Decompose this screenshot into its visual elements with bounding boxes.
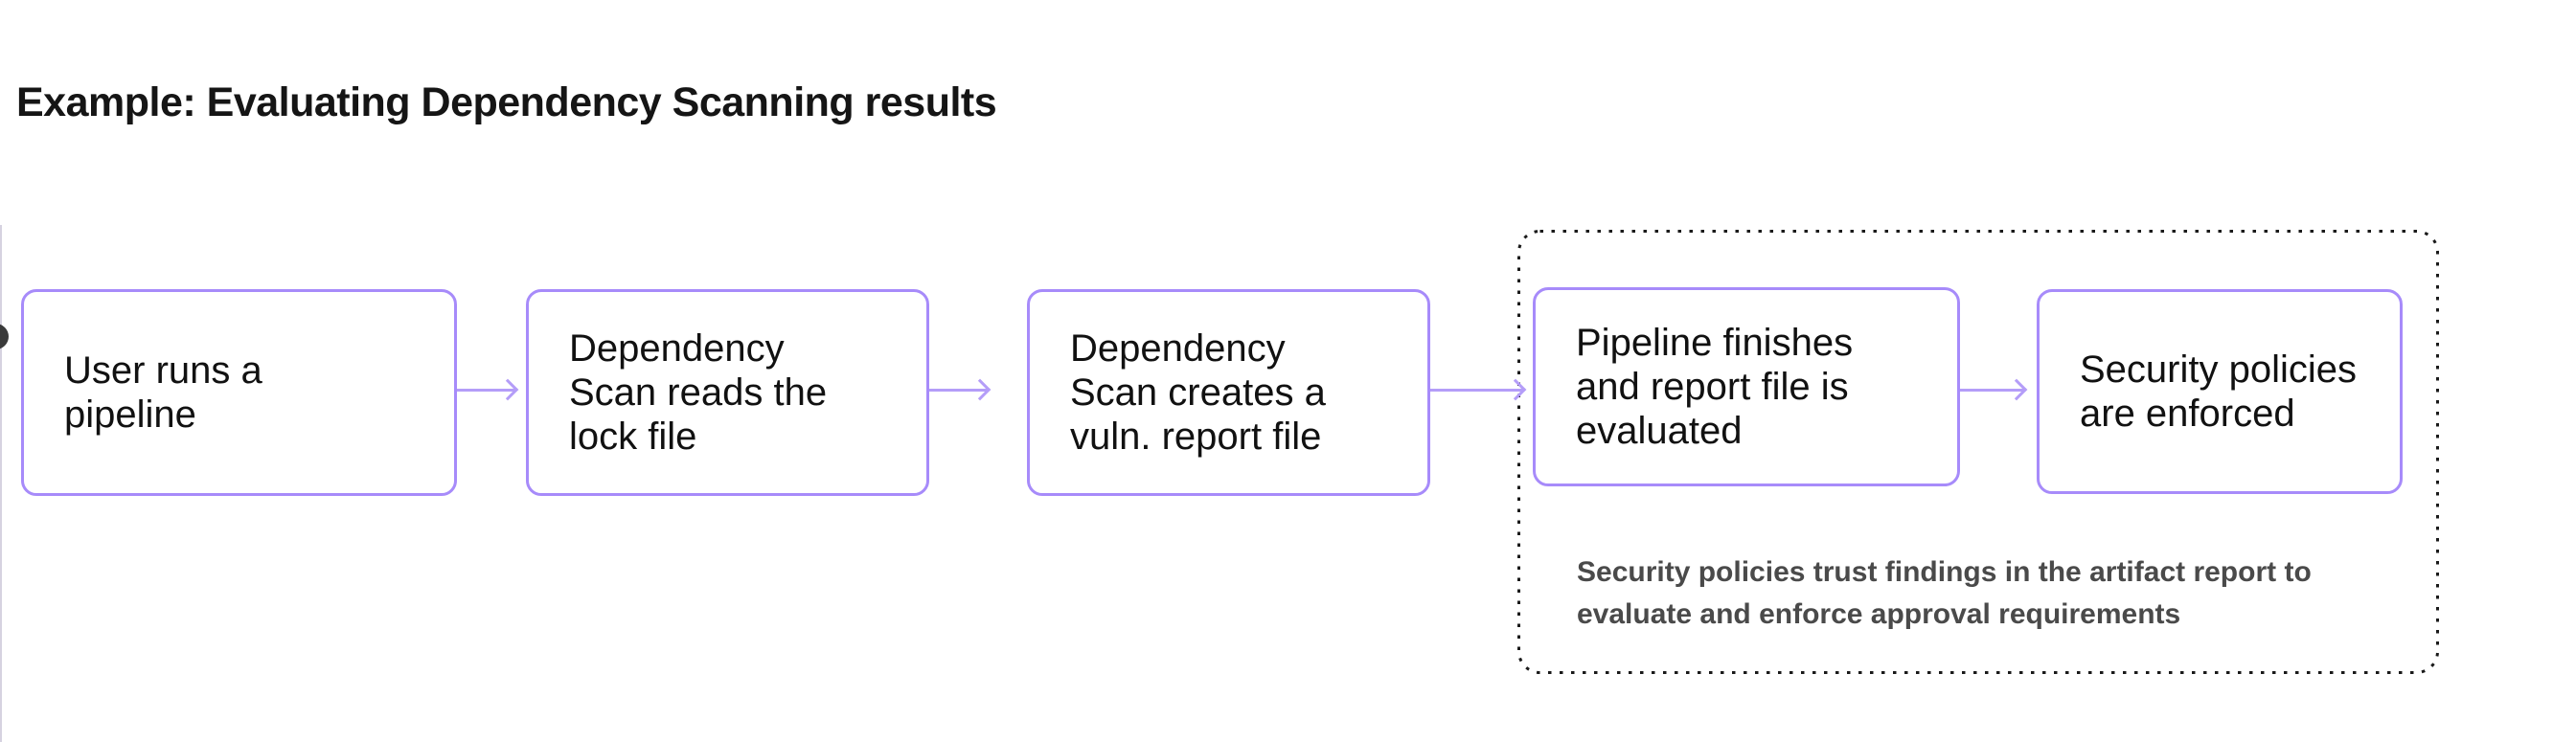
connector-arrow-1 xyxy=(457,389,516,392)
connector-arrow-3 xyxy=(1430,389,1524,392)
flow-step-policies-enforced: Security policies are enforced xyxy=(2037,289,2403,494)
flow-step-label: Pipeline finishes and report file is eva… xyxy=(1576,322,1854,452)
dotted-border xyxy=(1517,230,2439,674)
page-title: Example: Evaluating Dependency Scanning … xyxy=(16,79,997,125)
flow-step-pipeline-finishes-evaluated: Pipeline finishes and report file is eva… xyxy=(1533,287,1960,486)
flow-step-label: Dependency Scan creates a vuln. report f… xyxy=(1070,327,1326,458)
flow-step-user-runs-pipeline: User runs a pipeline xyxy=(21,289,457,496)
connector-arrow-4 xyxy=(1960,389,2025,392)
flow-step-label: Dependency Scan reads the lock file xyxy=(569,327,828,458)
policy-evaluation-group xyxy=(1517,230,2439,674)
connector-arrow-2 xyxy=(929,389,989,392)
cropped-start-dot xyxy=(0,324,9,349)
flow-step-label: User runs a pipeline xyxy=(64,349,262,436)
flow-step-scan-creates-report: Dependency Scan creates a vuln. report f… xyxy=(1027,289,1430,496)
flow-step-scan-reads-lock-file: Dependency Scan reads the lock file xyxy=(526,289,929,496)
cropped-node-remnant-line xyxy=(0,225,2,742)
group-caption: Security policies trust findings in the … xyxy=(1577,556,2312,630)
flow-step-label: Security policies are enforced xyxy=(2080,349,2358,435)
